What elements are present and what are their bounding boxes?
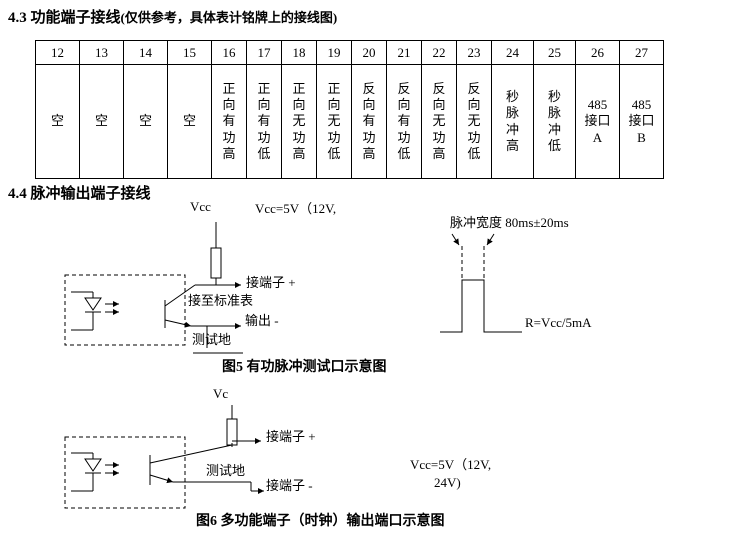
terminal-number: 25 [533, 40, 576, 65]
terminal-function: 秒 脉 冲 高 [491, 64, 534, 179]
fig5-led-triangle [84, 297, 102, 311]
fig5-output-minus-label: 输出 - [245, 313, 279, 328]
fig5-optocoupler-box [64, 274, 186, 346]
terminal-function: 正 向 有 功 高 [211, 64, 247, 179]
terminal-number: 23 [456, 40, 492, 65]
fig5-resistor [210, 247, 222, 279]
terminal-function: 反 向 有 功 低 [386, 64, 422, 179]
fig6-circuit-diagram [64, 405, 264, 509]
section-4-4-title: 4.4 脉冲输出端子接线 [8, 186, 151, 202]
terminal-number: 13 [79, 40, 124, 65]
fig6-optocoupler-box [64, 436, 186, 509]
fig5-vcc-feed [210, 222, 222, 285]
terminal-function: 空 [79, 64, 124, 179]
section-4-3-heading: 4.3 功能端子接线(仅供参考，具体表计铭牌上的接线图) [8, 6, 337, 27]
section-4-4-heading: 4.4 脉冲输出端子接线 [8, 182, 151, 203]
terminal-function: 反 向 无 功 低 [456, 64, 492, 179]
terminal-wiring-table: 12 13 14 15 16 17 18 19 20 21 22 23 24 2… [35, 40, 664, 179]
fig5-caption: 图5 有功脉冲测试口示意图 [222, 360, 387, 375]
fig6-vcc-value2: 24V) [434, 475, 461, 490]
terminal-number: 14 [123, 40, 168, 65]
fig5-optocoupler [64, 274, 196, 346]
fig6-output-wires [173, 438, 264, 494]
fig6-vc-label: Vc [213, 386, 229, 401]
fig5-r-value-label: R=Vcc/5mA [525, 315, 592, 330]
terminal-function: 反 向 无 功 高 [421, 64, 457, 179]
terminal-number: 19 [316, 40, 352, 65]
fig5-pulse-waveform [440, 233, 522, 333]
terminal-number: 26 [575, 40, 620, 65]
terminal-function: 空 [167, 64, 212, 179]
terminal-function: 485 接口 A [575, 64, 620, 179]
terminal-number: 17 [246, 40, 282, 65]
terminal-function: 秒 脉 冲 低 [533, 64, 576, 179]
terminal-function-row: 空 空 空 空 正 向 有 功 高 正 向 有 功 低 正 向 无 功 高 正 … [35, 64, 664, 179]
terminal-function: 反 向 有 功 高 [351, 64, 387, 179]
terminal-number: 24 [491, 40, 534, 65]
fig5-test-ground-label: 测试地 [192, 332, 232, 347]
terminal-number-row: 12 13 14 15 16 17 18 19 20 21 22 23 24 2… [35, 40, 664, 65]
terminal-number: 16 [211, 40, 247, 65]
fig6-caption: 图6 多功能端子（时钟）输出端口示意图 [196, 514, 445, 529]
fig5-vcc-value: Vcc=5V（12V, [255, 201, 337, 216]
fig5-vcc-label: Vcc [190, 199, 211, 214]
terminal-number: 20 [351, 40, 387, 65]
terminal-function: 正 向 无 功 高 [281, 64, 317, 179]
fig6-led-triangle [84, 458, 102, 472]
terminal-number: 18 [281, 40, 317, 65]
fig5-pulse-width-label: 脉冲宽度 80ms±20ms [450, 215, 569, 230]
terminal-function: 空 [123, 64, 168, 179]
terminal-number: 15 [167, 40, 212, 65]
fig6-terminal-plus-label: 接端子 + [266, 429, 316, 444]
terminal-number: 22 [421, 40, 457, 65]
fig6-optocoupler [64, 436, 233, 509]
fig6-terminal-minus-label: 接端子 - [266, 478, 313, 493]
section-4-3-title: 4.3 功能端子接线 [8, 10, 121, 26]
section-4-3-note: (仅供参考，具体表计铭牌上的接线图) [120, 10, 338, 25]
terminal-function: 空 [35, 64, 80, 179]
fig5-to-standard-meter-label: 接至标准表 [188, 293, 254, 308]
fig5-output-wires [191, 282, 243, 354]
terminal-function: 正 向 无 功 低 [316, 64, 352, 179]
terminal-function: 正 向 有 功 低 [246, 64, 282, 179]
fig6-test-ground-label: 测试地 [206, 463, 246, 478]
fig5-circuit-diagram [64, 222, 522, 354]
terminal-function: 485 接口 B [619, 64, 664, 179]
fig5-terminal-plus-label: 接端子 + [246, 275, 296, 290]
fig6-vcc-value: Vcc=5V（12V, [410, 457, 492, 472]
terminal-number: 12 [35, 40, 80, 65]
terminal-number: 27 [619, 40, 664, 65]
terminal-number: 21 [386, 40, 422, 65]
